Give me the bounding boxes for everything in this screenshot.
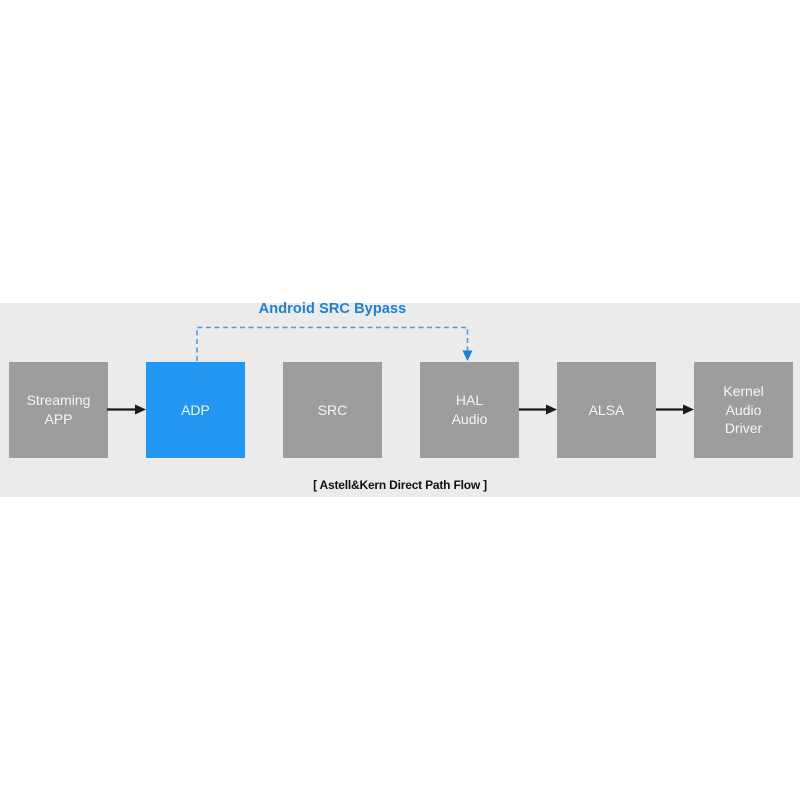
node-hal-audio: HAL Audio <box>420 362 519 458</box>
diagram-band <box>0 303 800 497</box>
bypass-route-label: Android SRC Bypass <box>258 301 407 317</box>
diagram-caption: [ Astell&Kern Direct Path Flow ] <box>313 478 487 492</box>
node-kernel-audio-driver: Kernel Audio Driver <box>694 362 793 458</box>
node-streaming-app: Streaming APP <box>9 362 108 458</box>
node-alsa: ALSA <box>557 362 656 458</box>
node-src: SRC <box>283 362 382 458</box>
node-adp: ADP <box>146 362 245 458</box>
